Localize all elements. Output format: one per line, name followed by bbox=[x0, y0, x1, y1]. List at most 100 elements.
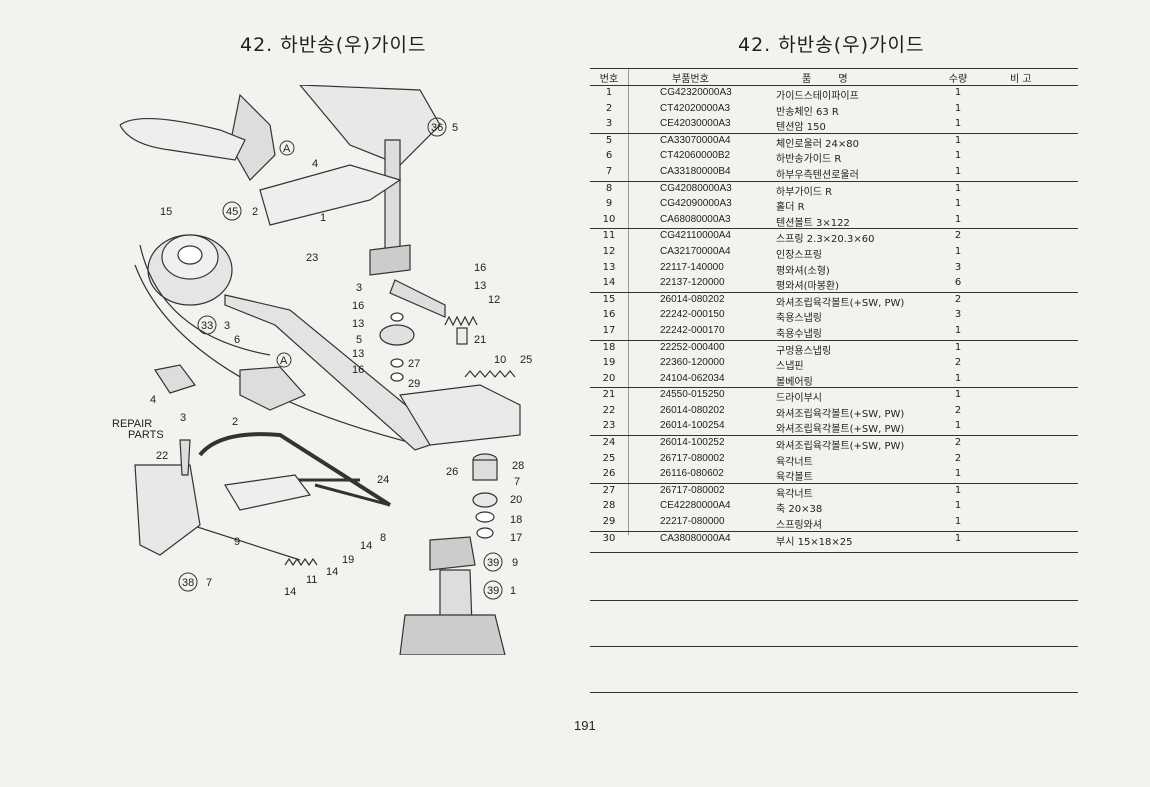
cell-name: 가이드스테이파이프 bbox=[776, 91, 859, 102]
callout: 9 bbox=[234, 536, 240, 548]
cell-qty: 1 bbox=[954, 118, 962, 130]
cell-no: 22 bbox=[602, 404, 616, 416]
callout: 26 bbox=[446, 466, 458, 478]
cell-name: 드라이부시 bbox=[776, 393, 822, 405]
header-name: 품 명 bbox=[802, 74, 860, 85]
cell-qty: 1 bbox=[954, 134, 962, 146]
cell-part: 24104-062034 bbox=[660, 372, 725, 384]
cell-qty: 1 bbox=[954, 420, 962, 432]
cell-name: 와셔조립육각볼트(+SW, PW) bbox=[776, 441, 905, 453]
callout: 19 bbox=[342, 554, 354, 566]
cell-no: 3 bbox=[605, 118, 613, 130]
cell-qty: 1 bbox=[954, 324, 962, 336]
cell-qty: 1 bbox=[954, 198, 962, 210]
callout: 7 bbox=[514, 476, 520, 488]
table-row: 24 26014-100252 와셔조립육각볼트(+SW, PW) 2 bbox=[590, 436, 1078, 452]
callout: 3 bbox=[180, 412, 186, 424]
cell-name: 홀더 R bbox=[776, 202, 805, 214]
callout: 16 bbox=[474, 262, 486, 274]
callout: 6 bbox=[234, 334, 240, 346]
callout: 13 bbox=[352, 348, 364, 360]
cell-no: 24 bbox=[602, 437, 616, 449]
callout: 28 bbox=[512, 460, 524, 472]
cell-name: 텐션볼트 3×122 bbox=[776, 217, 850, 229]
table-divider bbox=[628, 68, 629, 535]
callout: 2 bbox=[232, 416, 238, 428]
callout: 11 bbox=[306, 574, 317, 586]
cell-qty: 1 bbox=[954, 213, 962, 225]
left-page-title: 42. 하반송(우)가이드 bbox=[240, 34, 427, 56]
callout: 2 bbox=[252, 206, 258, 218]
cell-no: 20 bbox=[602, 372, 616, 384]
cell-qty: 1 bbox=[954, 341, 962, 353]
callout: 7 bbox=[206, 577, 212, 589]
cell-part: 26116-080602 bbox=[660, 468, 724, 480]
cell-qty: 3 bbox=[954, 261, 962, 273]
cell-no: 11 bbox=[602, 230, 616, 242]
cell-name: 하부가이드 R bbox=[776, 186, 833, 198]
cell-no: 30 bbox=[602, 532, 616, 544]
cell-no: 21 bbox=[602, 389, 616, 401]
callout: 36 bbox=[431, 122, 443, 134]
cell-qty: 1 bbox=[954, 87, 962, 98]
cell-name: 와셔조립육각볼트(+SW, PW) bbox=[776, 297, 905, 309]
repair-parts-label: REPAIR bbox=[112, 418, 152, 430]
cell-qty: 2 bbox=[954, 230, 962, 242]
callout: A bbox=[280, 355, 288, 367]
cell-part: CE42280000A4 bbox=[660, 500, 731, 512]
cell-qty: 2 bbox=[954, 437, 962, 449]
cell-name: 평와셔(소형) bbox=[776, 265, 830, 277]
cell-part: CA32170000A4 bbox=[660, 245, 731, 257]
cell-part: 22242-000170 bbox=[660, 324, 725, 336]
header-qty: 수량 bbox=[948, 74, 968, 85]
header-part: 부품번호 bbox=[672, 74, 709, 85]
cell-qty: 6 bbox=[954, 277, 962, 289]
callout: 38 bbox=[182, 577, 194, 589]
callout: 25 bbox=[520, 354, 532, 366]
cell-qty: 1 bbox=[954, 165, 962, 177]
cell-name: 축용수냅링 bbox=[776, 328, 822, 340]
cell-qty: 3 bbox=[954, 309, 962, 321]
cell-qty: 1 bbox=[954, 500, 962, 512]
cell-no: 1 bbox=[605, 87, 613, 98]
cell-name: 반송체인 63 R bbox=[776, 106, 839, 118]
table-header: 번호 부품번호 품 명 수량 비 고 bbox=[590, 68, 1078, 86]
cell-no: 13 bbox=[602, 261, 616, 273]
callout: 27 bbox=[408, 358, 420, 370]
cell-no: 18 bbox=[602, 341, 616, 353]
callout: 21 bbox=[474, 334, 486, 346]
cell-name: 텐션암 150 bbox=[776, 122, 826, 134]
callout: 13 bbox=[352, 318, 364, 330]
cell-name: 하반송가이드 R bbox=[776, 154, 842, 166]
cell-part: CA68080000A3 bbox=[660, 213, 731, 225]
cell-qty: 1 bbox=[954, 150, 962, 162]
cell-part: CA33180000B4 bbox=[660, 165, 731, 177]
callout: 23 bbox=[306, 252, 318, 264]
cell-name: 구멍용스냅링 bbox=[776, 345, 832, 357]
callout: 39 bbox=[487, 585, 499, 597]
cell-qty: 1 bbox=[954, 468, 962, 480]
page-number: 191 bbox=[574, 718, 596, 733]
cell-name: 스프링 2.3×20.3×60 bbox=[776, 234, 875, 246]
cell-part: 26014-100252 bbox=[660, 437, 725, 449]
right-page-title: 42. 하반송(우)가이드 bbox=[738, 34, 925, 56]
callout: 1 bbox=[510, 585, 516, 597]
cell-part: CA33070000A4 bbox=[660, 134, 731, 146]
cell-name: 부시 15×18×25 bbox=[776, 536, 853, 548]
callout: 12 bbox=[488, 294, 500, 306]
cell-qty: 2 bbox=[954, 357, 962, 369]
cell-part: 22137-120000 bbox=[660, 277, 725, 289]
callout: 10 bbox=[494, 354, 506, 366]
cell-no: 23 bbox=[602, 420, 616, 432]
